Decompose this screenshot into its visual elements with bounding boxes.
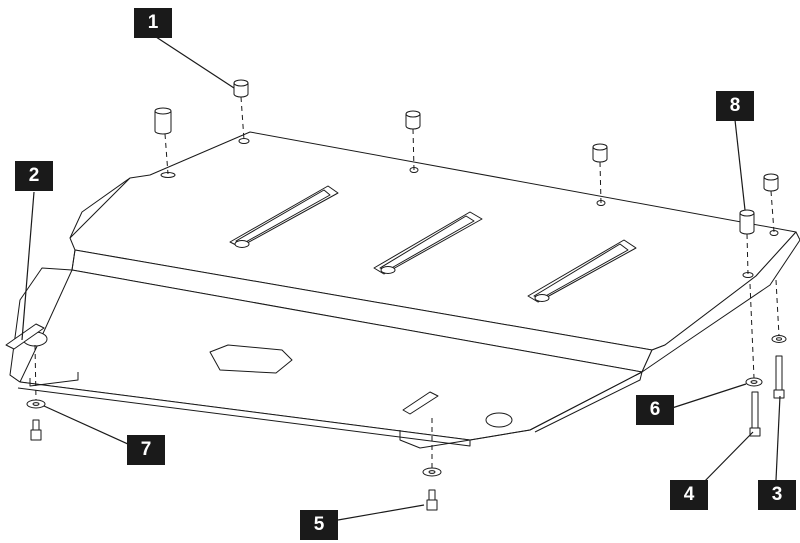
callout-6: 6 [636, 395, 674, 425]
reinforcement-ribs [229, 185, 637, 303]
skid-plate [9, 131, 800, 449]
assembly-guides [34, 96, 780, 468]
callout-7: 7 [127, 435, 165, 465]
leader-lines [21, 34, 781, 521]
bolt [30, 355, 785, 511]
mounting-slots [22, 138, 779, 428]
callout-1: 1 [134, 8, 172, 38]
callout-4: 4 [670, 480, 708, 510]
bushing [154, 79, 779, 235]
callout-5: 5 [300, 510, 338, 540]
callout-3: 3 [758, 480, 796, 510]
callout-2: 2 [15, 161, 53, 191]
bracket [5, 323, 439, 415]
callout-8: 8 [716, 91, 754, 121]
